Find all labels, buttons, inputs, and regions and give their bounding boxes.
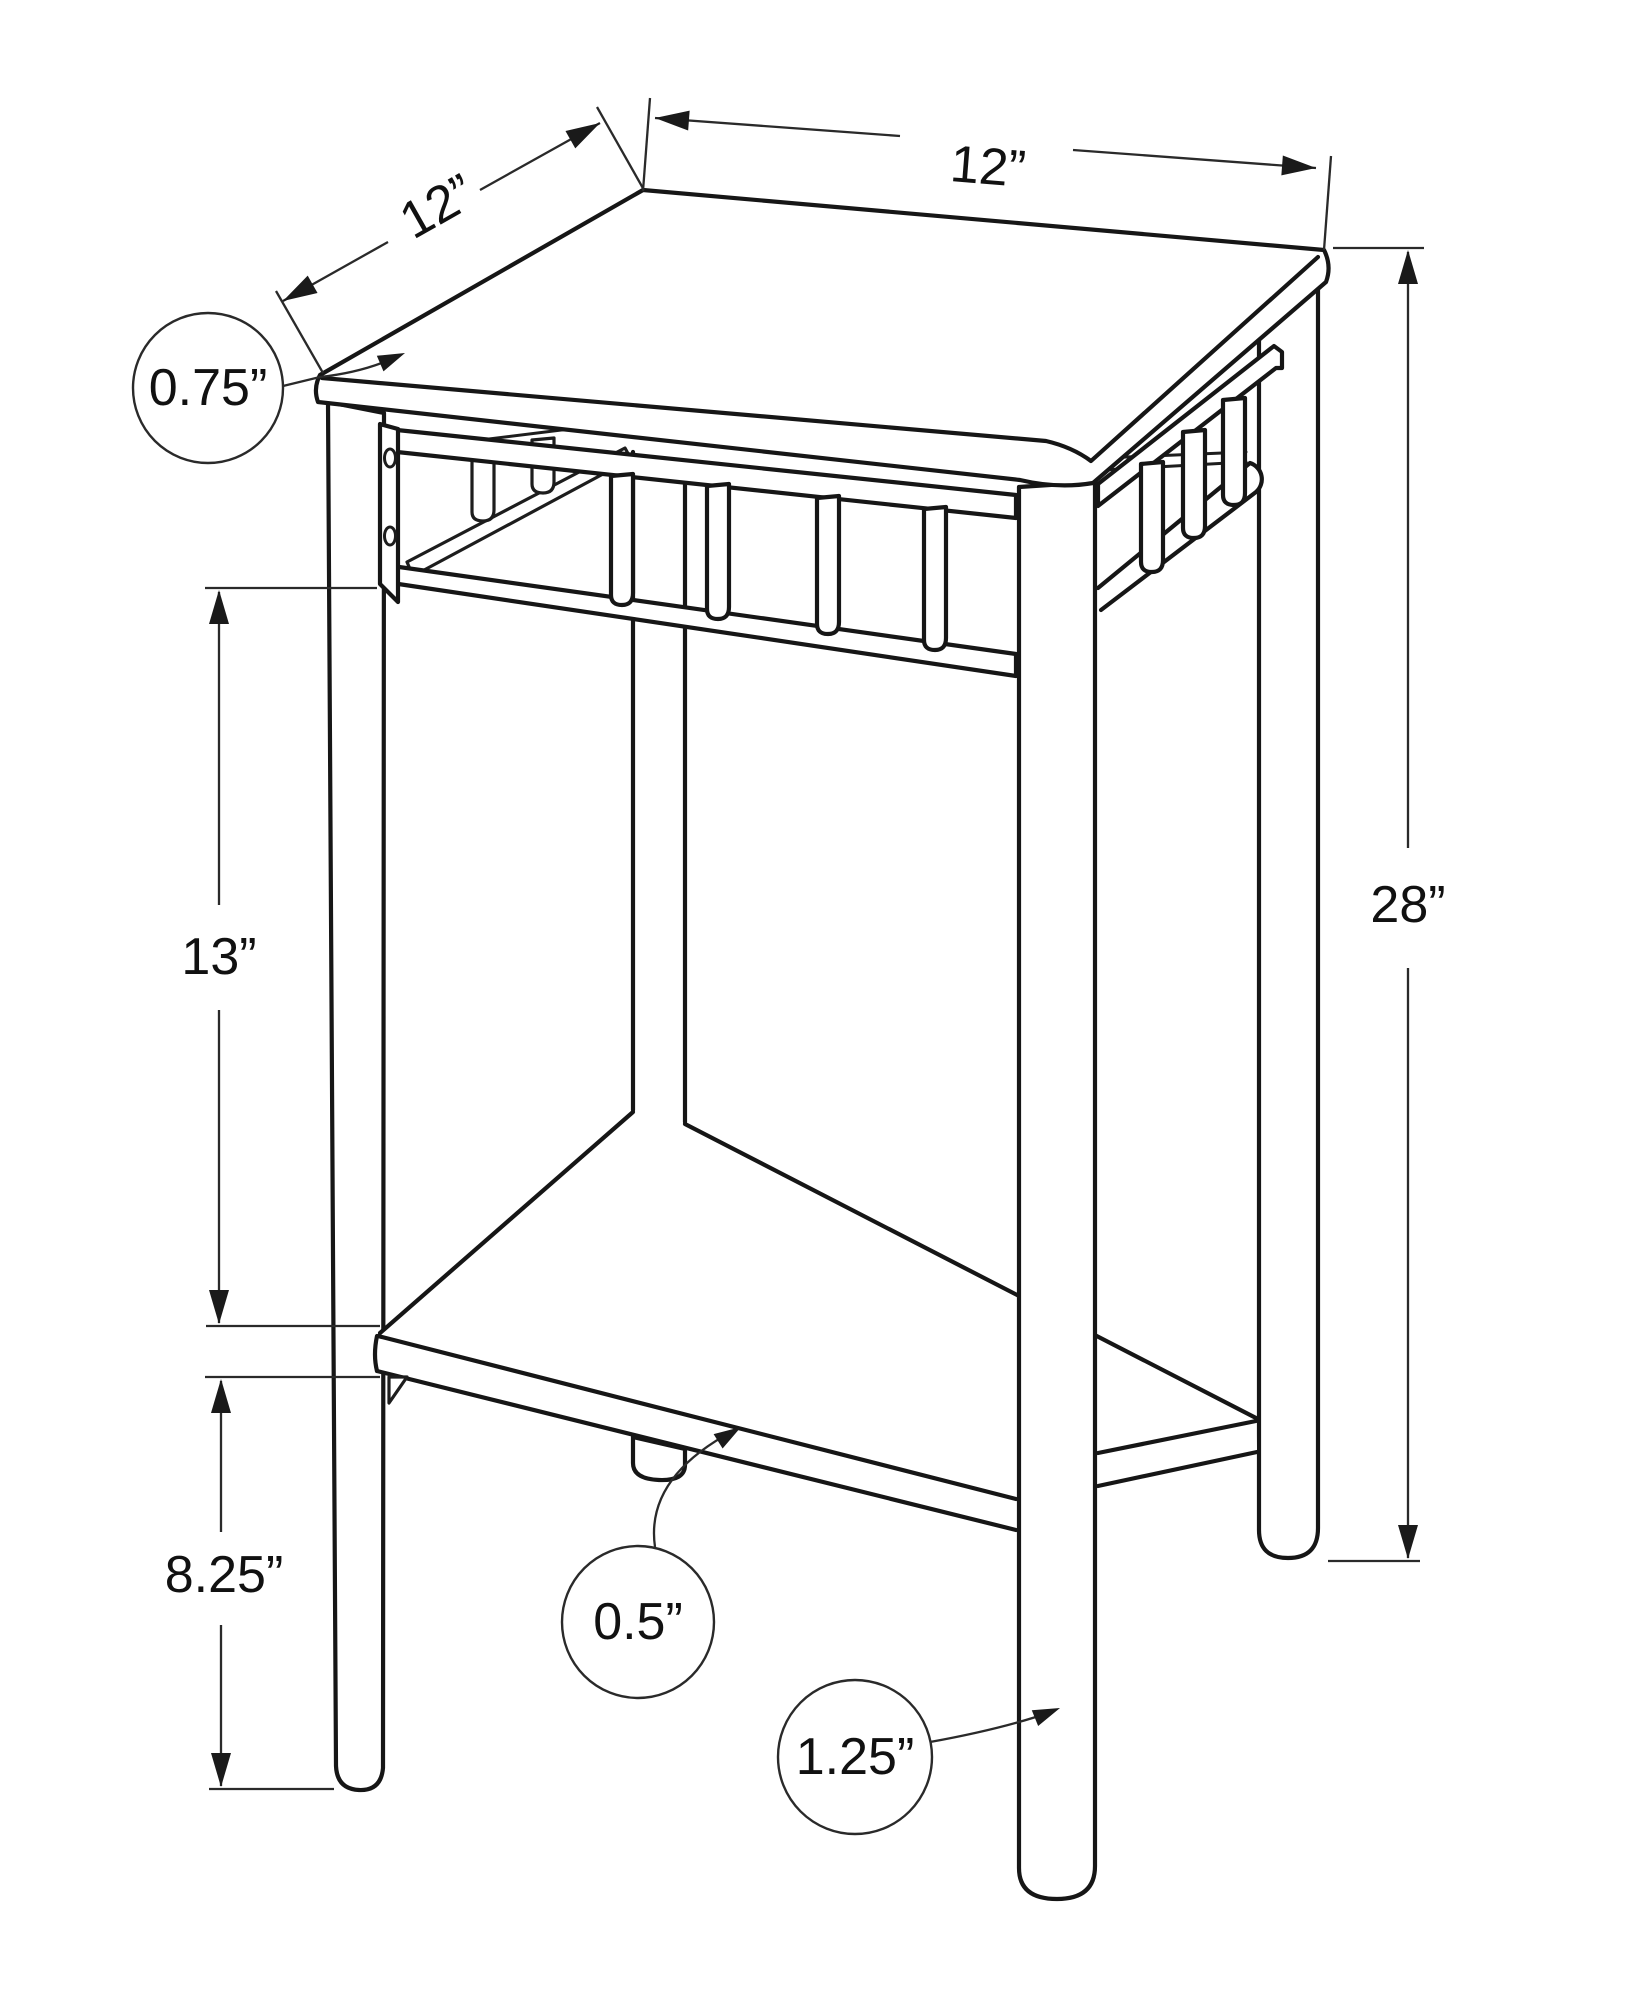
apron-right-face [1095,343,1285,613]
dimension-shelf-clearance: 8.25” [165,1375,380,1791]
tabletop [313,187,1331,488]
dimension-label-top-thickness: 0.75” [149,359,268,417]
back-leg [630,449,688,1125]
apron-right-bottom-rail [1095,460,1264,613]
tabletop-slab [313,187,1331,488]
shelf-front-right-top-edge [1095,1418,1259,1456]
apron-spindle [814,493,842,637]
arrowhead [209,1290,229,1324]
apron-spindle [704,481,732,622]
arrowhead [1398,250,1418,284]
dimension-line [654,116,1317,170]
apron-spindle [608,471,636,608]
callout-bubble [776,1678,934,1836]
arrowhead [1398,1525,1418,1559]
apron-spindle [1138,459,1166,575]
apron-left-face [377,421,1019,679]
callout-bubble [131,311,285,465]
shelf-fill [375,1112,1257,1531]
extension-tick [641,97,652,192]
lower-shelf [372,1109,1260,1533]
callout-bubble [560,1544,716,1700]
leader-line [652,1429,734,1548]
front-leg [1016,479,1098,1902]
callout-leg-diameter: 1.25” [776,1678,1060,1836]
leader-arrowhead [1031,1708,1060,1726]
extension-tick [595,106,646,191]
apron-spindle [1220,395,1248,508]
dimension-label-top-depth: 12” [391,163,485,250]
screw-hole [383,525,397,547]
back-leg-foot [630,1434,688,1483]
dimension-label-top-width: 12” [948,135,1027,199]
apron-left-bottom-rail [382,562,1019,679]
extension-tick [275,290,324,374]
interior-spindle [470,446,496,523]
leader-arrowhead [713,1427,741,1449]
dimension-overall-height: 28” [1328,246,1446,1563]
dimension-label-leg-diameter: 1.25” [796,1728,915,1786]
dimension-annotations: 12” 12” 28” 13” [131,97,1446,1836]
arrowhead [211,1753,231,1787]
arrowhead [283,275,318,301]
table-drawing [313,187,1331,1902]
rear-right-leg [1256,281,1321,1561]
arrowhead [655,110,690,131]
dimension-open-clearance: 13” [181,586,380,1328]
apron-left-end-cap [377,421,401,605]
apron-spindle [1180,427,1208,541]
extension-tick [1322,155,1333,251]
shelf-back-left-edge [377,1109,636,1336]
callout-top-thickness: 0.75” [131,311,405,465]
apron-spindle [921,504,949,653]
tabletop-front-edge-line [319,254,1321,464]
shelf-front-left-bottom-edge [374,1368,1019,1533]
arrowhead [211,1379,231,1413]
shelf-left-corner-edge [372,1333,380,1374]
dimension-top-width: 12” [641,97,1333,251]
shelf-front-right-bottom-edge [1095,1449,1260,1489]
arrowhead [209,590,229,624]
arrowhead [1281,155,1316,176]
callout-shelf-thickness: 0.5” [560,1427,741,1700]
front-left-leg [325,399,387,1793]
dimension-label-shelf-clearance: 8.25” [165,1546,284,1604]
shelf-front-left-top-edge [375,1333,1019,1502]
screw-hole [383,447,397,469]
dimension-label-shelf-thickness: 0.5” [593,1593,683,1651]
shelf-corner-bracket [387,1375,409,1405]
dimension-label-overall-height: 28” [1370,876,1445,934]
leader-arrowhead [376,353,405,372]
shelf-back-right-edge [682,1121,1259,1421]
arrowhead [565,123,600,149]
dimension-label-open-clearance: 13” [181,928,256,986]
